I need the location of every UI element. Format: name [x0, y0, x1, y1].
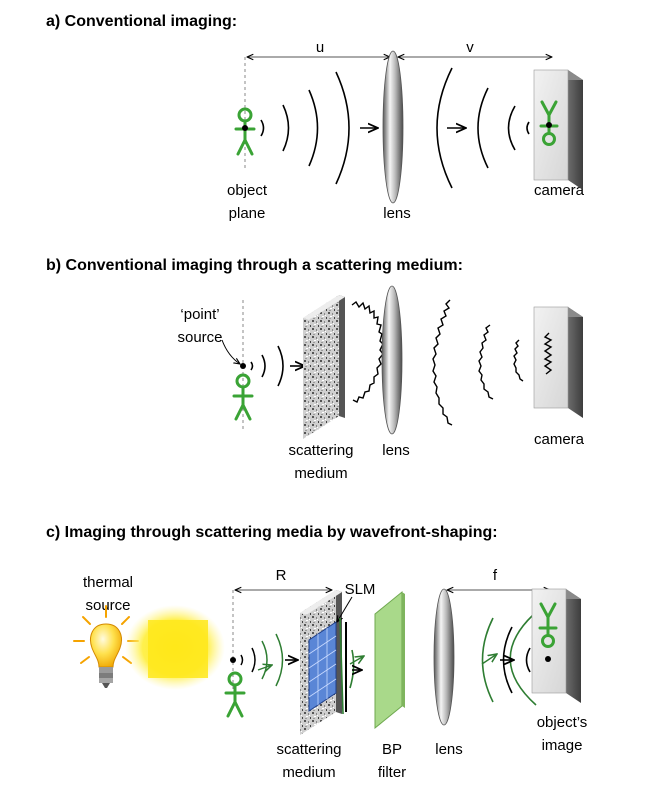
green-ray-c [257, 665, 272, 670]
distance-f-label: f [492, 567, 498, 584]
image-point-a [546, 122, 552, 128]
green-ray-to-image [481, 654, 497, 665]
thermal-glow-core [148, 620, 208, 678]
distance-v-label: v [466, 39, 474, 56]
stick-figure-object-b [232, 373, 254, 421]
inverted-figure-image-a [539, 100, 559, 146]
scattered-wavefront-b1 [351, 300, 384, 403]
scattered-wavefront-b2 [432, 299, 453, 426]
objects-image-label: object’s image [522, 713, 602, 755]
slm-pointer [337, 596, 353, 622]
panel-b-graphics [221, 285, 583, 439]
camera-c [531, 588, 581, 703]
light-bulb-icon [73, 605, 139, 688]
point-source-label-line1: ‘point’ [180, 306, 220, 323]
scattering-medium-b [303, 295, 345, 439]
image-point-c [545, 656, 551, 662]
lens-label-a: lens [383, 205, 411, 222]
scattering-medium-label-c-line2: medium [282, 764, 336, 781]
slm-label: SLM [344, 581, 376, 598]
lens-c [433, 588, 455, 726]
stick-figure-object-c [224, 671, 246, 718]
lens-label-c: lens [435, 741, 463, 758]
green-ray-after-slm [349, 656, 364, 665]
camera-a [533, 69, 583, 190]
diverging-wavefronts-c [240, 647, 256, 673]
camera-b [533, 306, 583, 418]
diverging-wavefronts-a [260, 71, 350, 185]
panel-b-heading: b) Conventional imaging through a scatte… [46, 257, 463, 274]
scattered-wavefront-b3 [478, 324, 494, 400]
panel-a-heading: a) Conventional imaging: [46, 13, 238, 30]
diverging-wavefronts-b [250, 345, 284, 387]
panel-c-heading: c) Imaging through scattering media by w… [46, 524, 498, 541]
speckle-image-b [543, 332, 553, 375]
converging-wavefronts-a [436, 67, 530, 189]
point-source-dot [240, 363, 246, 369]
scattering-medium-label-c: scattering medium [264, 740, 354, 782]
scattering-medium-label-b: scattering medium [276, 441, 366, 483]
object-plane-label-line2: plane [228, 205, 266, 222]
camera-label-a: camera [533, 182, 585, 199]
object-point-a [242, 125, 248, 131]
scattering-medium-label-b-line1: scattering [288, 442, 354, 459]
object-point-c [230, 657, 236, 663]
camera-label-b: camera [533, 431, 585, 448]
inverted-figure-image-c [538, 602, 558, 648]
lens-a [382, 50, 404, 204]
panel-a-graphics [234, 50, 583, 204]
slm-pixel-grid [308, 621, 337, 712]
objects-image-label-line2: image [541, 737, 583, 754]
thermal-source-label-line2: source [85, 597, 131, 614]
point-source-pointer [221, 339, 240, 364]
lens-label-b: lens [382, 442, 410, 459]
scattered-wavefront-b4 [513, 339, 524, 382]
point-source-label-line2: source [177, 329, 223, 346]
thermal-source-label: thermal source [70, 573, 146, 615]
bp-filter [374, 590, 405, 730]
point-source-label: ‘point’ source [164, 305, 236, 347]
distance-u-label: u [315, 39, 325, 56]
distance-r-label: R [275, 567, 287, 584]
scattering-medium-label-b-line2: medium [294, 465, 348, 482]
green-wavefronts-c [261, 633, 284, 687]
object-plane-label: object plane [214, 181, 280, 223]
panel-c-graphics [73, 588, 581, 735]
bp-filter-label-line1: BP [381, 741, 402, 758]
bp-filter-label-line2: filter [377, 764, 407, 781]
object-plane-label-line1: object [226, 182, 268, 199]
bp-filter-label: BP filter [362, 740, 422, 782]
objects-image-label-line1: object’s [536, 714, 588, 731]
lens-b [381, 285, 403, 435]
scattering-medium-label-c-line1: scattering [276, 741, 342, 758]
thermal-source-label-line1: thermal [82, 574, 134, 591]
